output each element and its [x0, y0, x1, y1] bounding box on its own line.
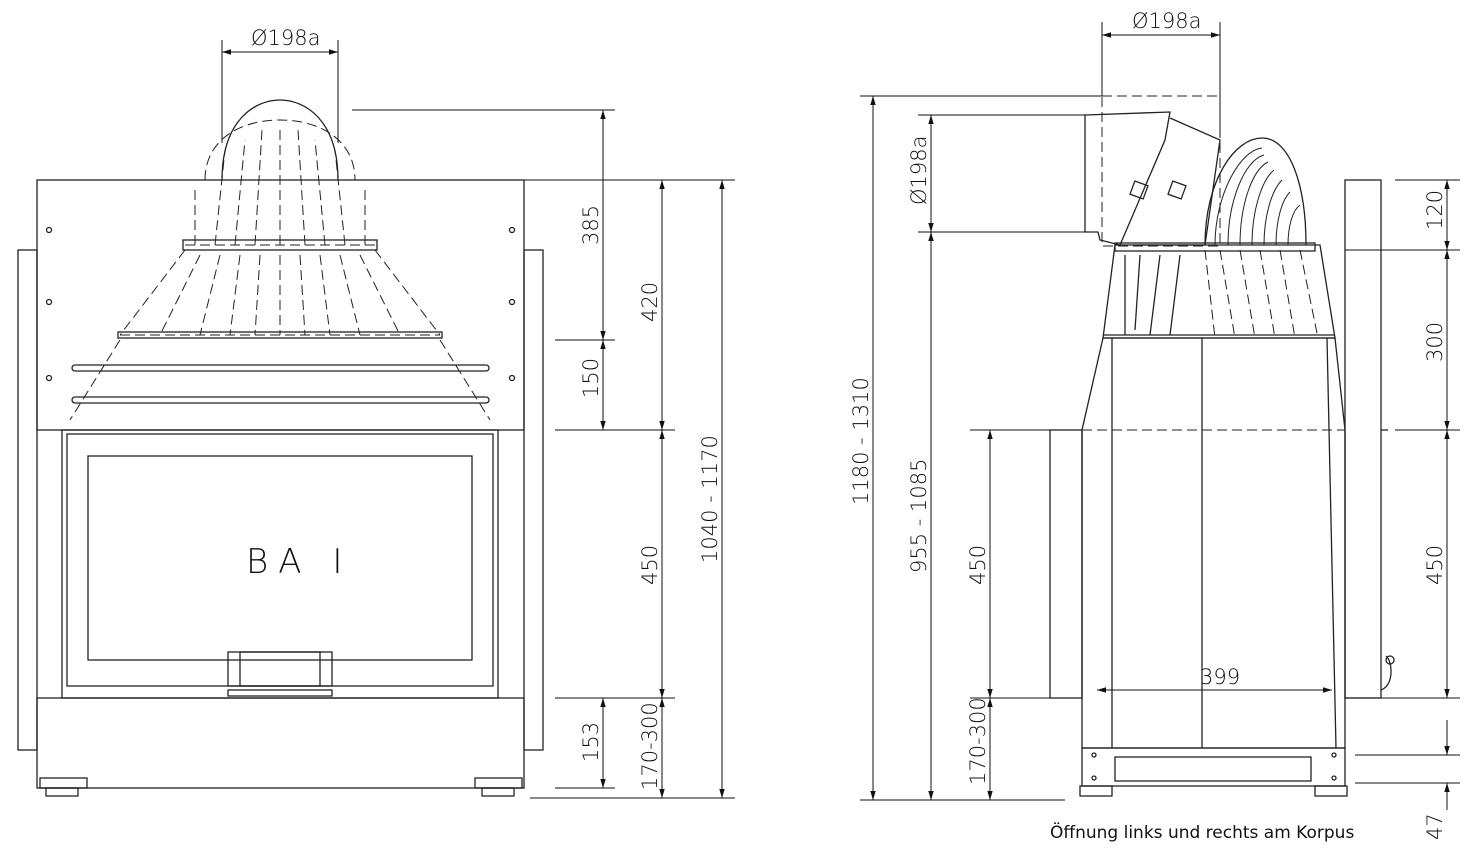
dim-399: 399: [1200, 665, 1240, 689]
side-view: [1049, 95, 1395, 797]
right-side-panel: [523, 249, 544, 751]
dim-120: 120: [1423, 190, 1447, 230]
dim-420: 420: [638, 282, 662, 322]
dim-450-side-right: 450: [1423, 545, 1447, 585]
front-flue-dimension: [221, 40, 339, 143]
door-handle: [227, 651, 333, 687]
side-flue-diameter-top-label: Ø198a: [1132, 9, 1201, 33]
dim-1180-1310: 1180 - 1310: [849, 377, 873, 505]
dim-450-front: 450: [638, 545, 662, 585]
glass-window: [87, 455, 473, 661]
dim-150: 150: [579, 358, 603, 398]
side-door-projection: [1049, 429, 1083, 699]
rear-cladding: [1344, 179, 1382, 699]
dim-170-300-side: 170-300: [966, 697, 990, 785]
front-dimension-lines: [352, 109, 735, 799]
left-side-panel: [17, 249, 38, 751]
flue-collar: [221, 99, 339, 181]
dim-955-1085: 955 - 1085: [907, 459, 931, 573]
dim-47: 47: [1423, 813, 1447, 840]
dim-1040-1170: 1040 - 1170: [698, 435, 722, 563]
dim-385: 385: [579, 205, 603, 245]
dim-170-300-front: 170-300: [638, 702, 662, 790]
dim-300: 300: [1423, 322, 1447, 362]
dim-153: 153: [579, 722, 603, 762]
dim-450-side-inner: 450: [966, 545, 990, 585]
side-flue-diameter-side-label: Ø198a: [907, 136, 931, 205]
front-view: [17, 99, 544, 797]
side-flue-outlet: [1084, 111, 1171, 246]
front-flue-diameter-label: Ø198a: [251, 26, 320, 50]
base-panel: [36, 697, 525, 789]
side-dimension-lines: [860, 22, 1460, 810]
opening-note: Öffnung links und rechts am Korpus: [1050, 821, 1354, 843]
model-label: BA I: [246, 542, 352, 582]
side-base: [1081, 747, 1346, 787]
